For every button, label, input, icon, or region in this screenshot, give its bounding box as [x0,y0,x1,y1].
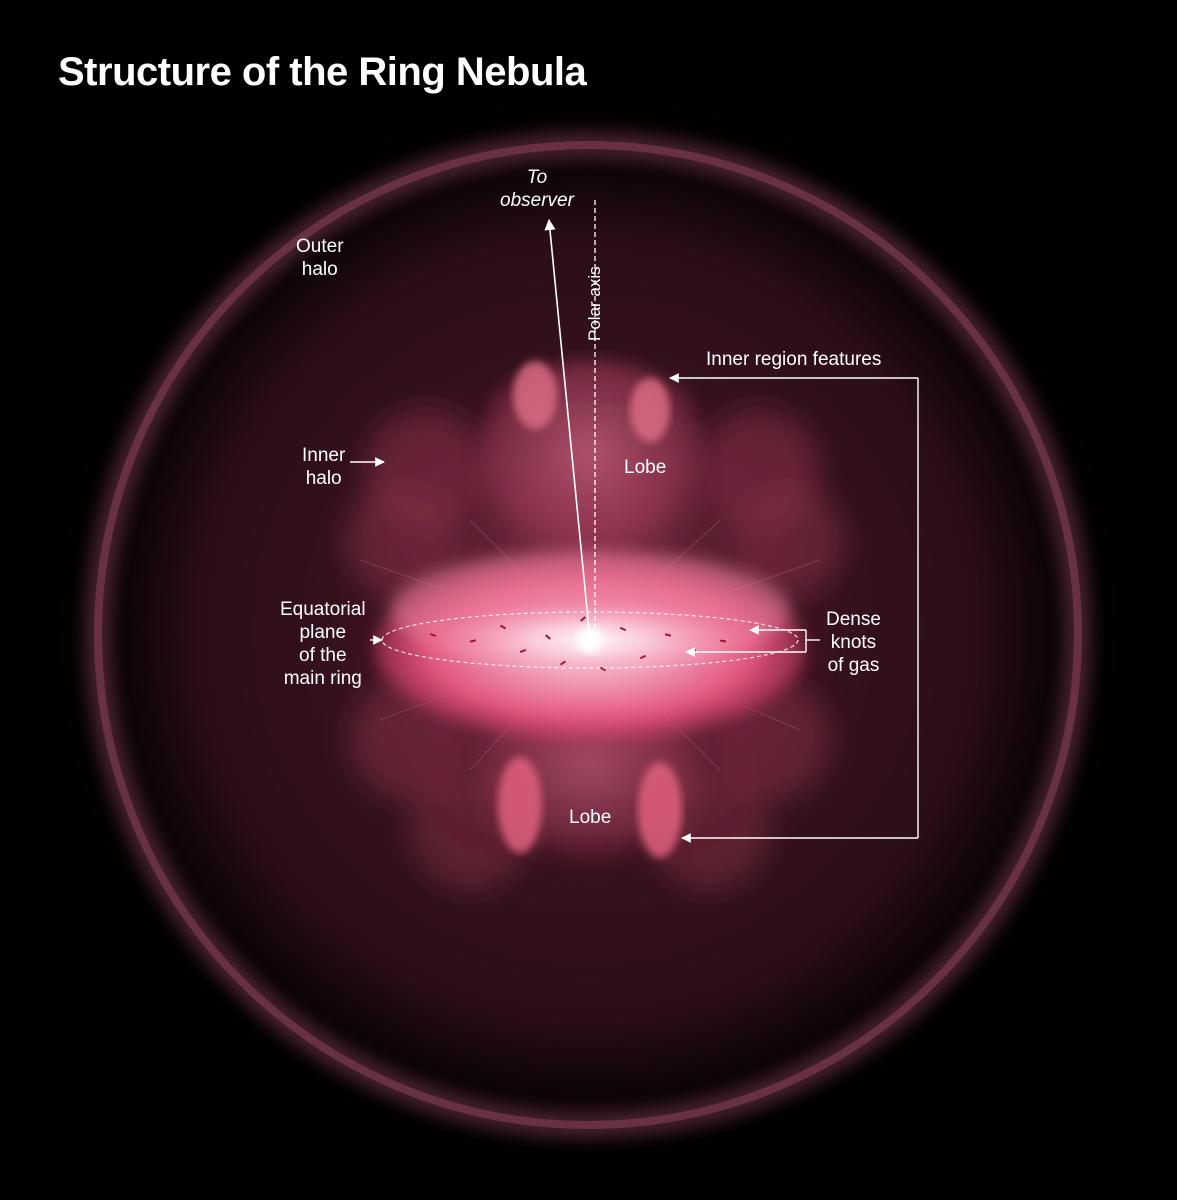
dense-knots [429,616,757,672]
equatorial-plane-line-3: of the [299,645,347,666]
lobe-top-label: Lobe [624,457,667,478]
dense-knots-line-2: knots [830,632,877,653]
to-observer-arrow [544,218,591,641]
dense-knots-line-1: Dense [826,609,881,630]
equatorial-plane-line-4: main ring [283,668,362,689]
diagram-title: Structure of the Ring Nebula [58,50,587,94]
dense-knots-pointer [685,625,820,657]
equatorial-plane-line-1: Equatorial [280,599,366,620]
polar-axis-label: Polar axis [585,266,604,341]
equatorial-plane-line-2: plane [299,622,347,643]
outer-halo-line-2: halo [301,259,338,280]
inner-region-bracket [669,373,919,843]
inner-halo-label: Inner halo [302,444,345,490]
lobe-top [467,360,713,590]
outer-halo-line-1: Outer [296,236,344,257]
outer-halo-ring-edge [94,141,1082,1129]
dense-knots-label: Dense knots of gas [826,608,881,677]
lobe-bottom-label: Lobe [569,807,612,828]
outer-halo-label: Outer halo [296,235,344,281]
lobe-bottom [467,690,713,880]
to-observer-label: To observer [500,166,574,212]
inner-region-features-label: Inner region features [706,349,882,370]
to-observer-line-2: observer [500,190,574,211]
dense-knots-line-3: of gas [827,655,880,676]
inner-halo-line-1: Inner [302,445,346,466]
to-observer-line-1: To [526,167,548,188]
equatorial-plane-label: Equatorial plane of the main ring [280,598,366,690]
equatorial-plane-outline [381,611,799,669]
outer-halo-ring [85,132,1091,1138]
inner-halo-line-2: halo [305,468,342,489]
